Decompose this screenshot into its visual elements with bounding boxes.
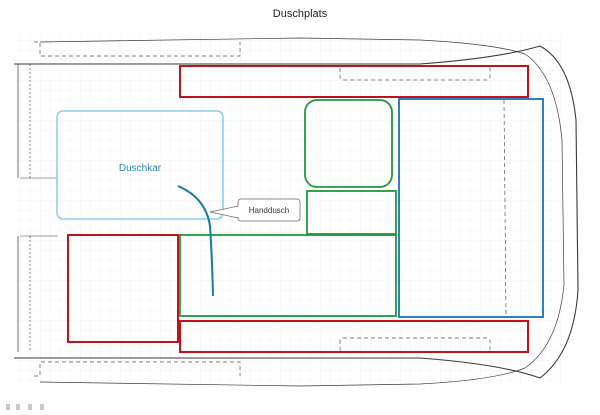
shower-tray [56, 110, 224, 220]
shower-tray-label: Duschkar [119, 163, 162, 174]
green-small-box [306, 190, 397, 235]
bed-outline [398, 98, 544, 318]
hand-shower-hose [177, 185, 214, 297]
left-cabinet [67, 234, 179, 343]
callout-label: Handdusch [249, 206, 289, 215]
green-rounded-box [304, 99, 393, 188]
diagram-title: Duschplats [272, 8, 328, 20]
green-large-box [179, 234, 397, 317]
van-outline [14, 37, 579, 387]
top-bench [179, 65, 529, 98]
corner-marks [6, 404, 44, 410]
bottom-bench [179, 320, 529, 353]
